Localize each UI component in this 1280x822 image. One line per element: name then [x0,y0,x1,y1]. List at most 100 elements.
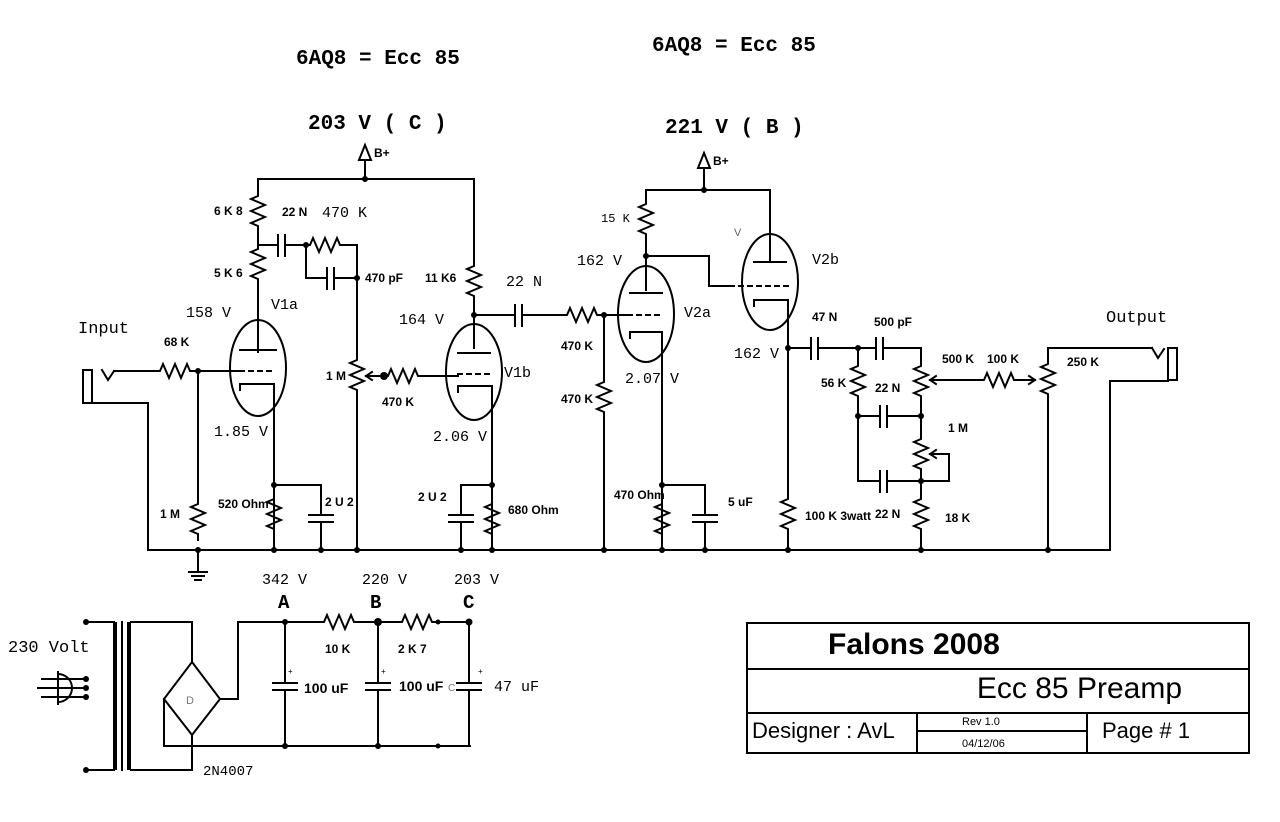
label-2k7: 2 K 7 [398,642,427,656]
bridge-rectifier: D 2N4007 [162,621,471,780]
resistor-6k8 [250,191,266,233]
voltage-v1b-plate: 164 V [399,312,444,329]
node-c-label: C [463,592,474,614]
label-500k: 500 K [942,352,974,366]
designer: Designer : AvL [752,718,895,743]
label-2u2-1: 2 U 2 [325,495,354,509]
voltage-v1a-plate: 158 V [186,305,231,322]
output-label: Output [1106,309,1167,328]
label-2u2-2: 2 U 2 [418,490,447,504]
voltage-node-c: 203 V [454,572,499,589]
label-100uf-b: 100 uF [399,678,444,694]
node-a-label: A [278,592,290,614]
tube-equivalence-2: 6AQ8 = Ecc 85 [652,35,816,58]
voltage-v2a-plate: 162 V [577,253,622,270]
title-block-company-row: Falons 2008 [748,624,1248,670]
bplus-b-symbol: B+ [696,150,729,191]
component-symbol [305,237,347,253]
voltage-v2a-cathode: 2.07 V [625,371,679,388]
input-label: Input [78,320,129,339]
label-470k-stopper: 470 K [561,339,593,353]
label-18k: 18 K [945,511,971,525]
project-name: Ecc 85 Preamp [976,672,1182,705]
title-block-project-row: Ecc 85 Preamp [748,668,1248,714]
label-1m-grid: 1 M [160,507,180,521]
label-v2b: V2b [812,252,839,269]
title-block-info-row: Designer : AvL Rev 1.0 04/12/06 Page # 1 [748,712,1248,754]
tube-pin-mark: V [734,227,742,239]
mains-label: 230 Volt [8,639,90,658]
pot-1m-volume [349,355,365,397]
label-470k-leak: 470 K [561,392,593,406]
label-22n-1: 22 N [282,205,307,219]
tube-v2a [617,265,675,363]
page-number: Page # 1 [1102,718,1191,743]
label-100k-3w: 100 K 3watt [805,509,871,523]
tube-v2b [741,233,799,331]
voltage-v1b-cathode: 2.06 V [433,429,487,446]
label-22n-2: 22 N [506,274,542,291]
title-block: Falons 2008 Ecc 85 Preamp Designer : AvL… [746,622,1250,754]
label-470k-v1b: 470 K [382,395,414,409]
resistor-470k-v1b [383,368,425,384]
label-470ohm: 470 Ohm [614,488,665,502]
label-100k: 100 K [987,352,1019,366]
tube-v1a [229,319,287,417]
label-68k: 68 K [164,335,190,349]
bplus-c-symbol: B+ [357,142,390,180]
label-56k: 56 K [821,376,847,390]
cap-b-mark: C [448,683,455,694]
revision: Rev 1.0 [918,712,1086,732]
label-5uf: 5 uF [728,495,753,509]
resistor-68k [155,363,197,379]
resistor-2k7 [397,614,439,630]
resistor-10k [319,614,361,630]
mains-plug-icon [37,671,89,705]
label-47n: 47 N [812,310,837,324]
label-v1a: V1a [271,297,298,314]
voltage-v2b-cathode: 162 V [734,346,779,363]
pot-1m-bass [913,434,929,476]
label-5k6: 5 K 6 [214,266,243,280]
tube-equivalence-1: 6AQ8 = Ecc 85 [296,48,460,71]
date: 04/12/06 [962,738,1005,750]
svg-text:D: D [186,695,194,707]
label-6k8: 6 K 8 [214,204,243,218]
pot-250k-master [1040,359,1056,401]
resistor-100k-3w [780,494,796,536]
svg-text:+: + [288,667,293,676]
label-47uf: 47 uF [494,679,539,696]
input-jack[interactable] [82,368,157,551]
company-name: Falons 2008 [828,628,1000,661]
label-2n4007: 2N4007 [203,764,253,780]
voltage-v1a-cathode: 1.85 V [214,424,268,441]
filter-cap-a: + [272,621,298,749]
filter-cap-b: + [365,621,391,749]
output-jack[interactable] [1047,346,1178,551]
resistor-11k6 [466,261,482,303]
supply-c-label: 203 V ( C ) [308,113,447,136]
supply-b-label: 221 V ( B ) [665,117,804,140]
label-250k: 250 K [1067,355,1099,369]
label-1m-pot: 1 M [326,369,346,383]
label-1m-bass: 1 M [948,421,968,435]
ground-icon [188,549,208,581]
resistor-470k-stopper [562,307,604,323]
label-470k-bright: 470 K [322,205,367,222]
resistor-15k [638,199,654,241]
resistor-56k [850,361,866,403]
pot-500k-treble [913,361,929,403]
label-v1b: V1b [504,365,531,382]
voltage-node-a: 342 V [262,572,307,589]
transformer [83,619,193,773]
svg-text:B+: B+ [713,154,729,168]
label-22n-bass: 22 N [875,381,900,395]
svg-text:+: + [478,667,483,676]
resistor-100k [979,372,1021,388]
tube-v1b [445,323,503,421]
resistor-5k6 [250,244,266,286]
label-15k: 15 K [601,212,631,226]
svg-text:B+: B+ [374,146,390,160]
label-520ohm: 520 Ohm [218,497,269,511]
